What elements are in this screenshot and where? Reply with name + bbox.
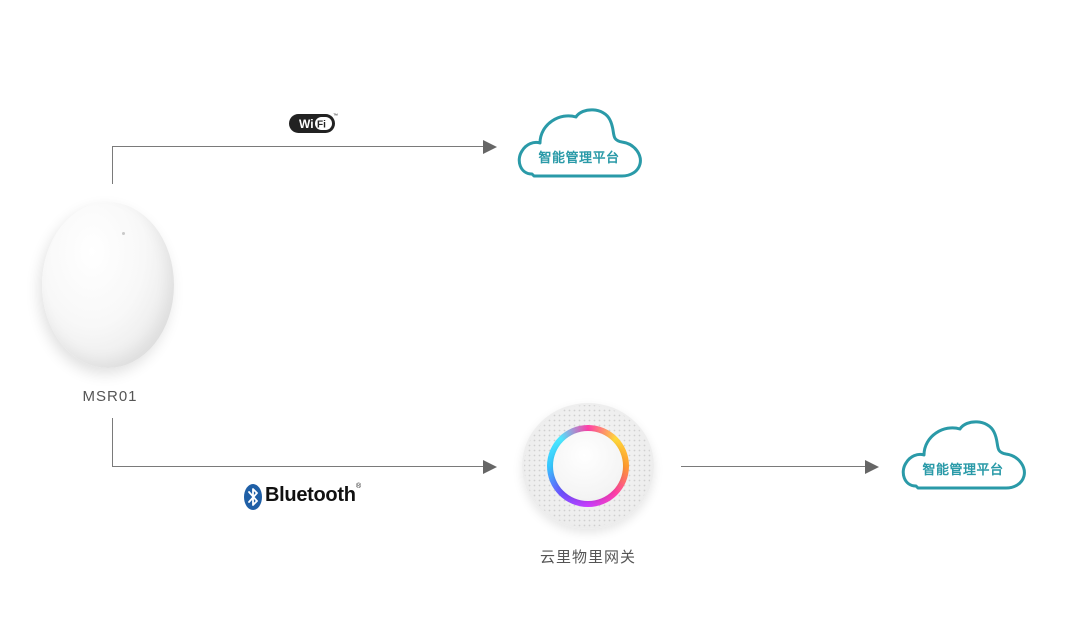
device-label: MSR01 [82,388,138,405]
cloud-platform-bottom-label: 智能管理平台 [922,463,1004,478]
bluetooth-connector-horizontal [112,466,484,467]
gateway-device-image [522,403,654,529]
cloud-platform-top-label: 智能管理平台 [538,151,620,166]
gateway-label: 云里物里网关 [539,548,636,566]
wifi-logo-trademark: ™ [333,113,338,119]
wifi-connector-horizontal [112,146,484,147]
wifi-connector-vertical [112,146,113,184]
bluetooth-logo-registered-mark: ® [356,483,362,490]
gateway-connector-horizontal [681,466,866,467]
cloud-icon [901,420,1026,490]
wifi-arrow-icon [483,140,497,154]
gateway-arrow-icon [865,460,879,474]
wifi-logo-text-fi: Fi [317,120,326,131]
gateway-center-cap [553,431,623,501]
cloud-platform-bottom: 智能管理平台 [896,416,1030,492]
wifi-logo: Wi Fi ™ [288,111,338,135]
bluetooth-logo-text: Bluetooth [265,484,356,506]
bluetooth-connector-vertical [112,418,113,467]
cloud-platform-top: 智能管理平台 [512,104,646,180]
wifi-logo-icon: Wi Fi ™ [289,113,338,133]
bluetooth-logo: Bluetooth ® [243,483,373,513]
msr01-device-image [42,202,174,368]
bluetooth-icon [244,484,262,510]
cloud-icon [517,108,642,178]
bluetooth-arrow-icon [483,460,497,474]
device-indicator-dot [122,232,125,235]
wifi-logo-text-w: Wi [299,117,314,131]
